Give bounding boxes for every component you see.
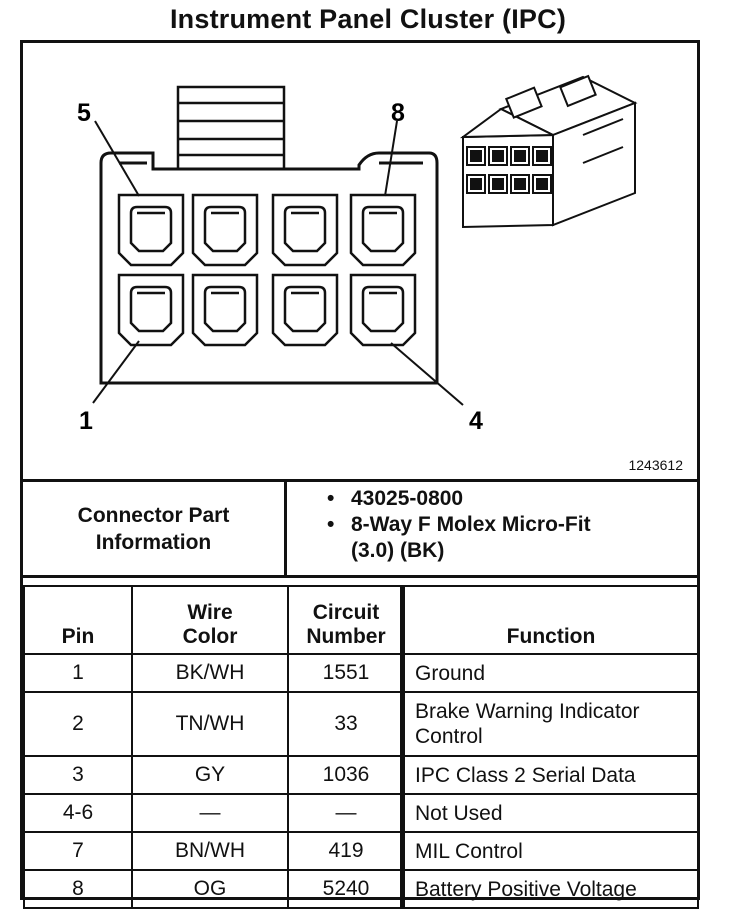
wire-color-cell: BN/WH bbox=[131, 831, 289, 871]
pin-cavities bbox=[117, 193, 417, 347]
part-number: 43025-0800 bbox=[351, 487, 464, 510]
pin-terminal bbox=[361, 285, 405, 333]
wire-color-cell: — bbox=[131, 793, 289, 833]
bullet-icon: • bbox=[327, 487, 335, 510]
function-cell: Ground bbox=[403, 653, 699, 693]
table-row: 8 OG 5240 Battery Positive Voltage bbox=[23, 869, 699, 909]
callout-lines bbox=[92, 120, 464, 406]
function-cell: MIL Control bbox=[403, 831, 699, 871]
callout-pin5: 5 bbox=[77, 99, 91, 127]
pin-cavity bbox=[271, 273, 339, 347]
wire-color-cell: TN/WH bbox=[131, 691, 289, 757]
header-pin: Pin bbox=[23, 585, 133, 655]
table-row: 4-6 — — Not Used bbox=[23, 793, 699, 833]
page-title: Instrument Panel Cluster (IPC) bbox=[169, 4, 567, 34]
connector-isometric-illustration bbox=[459, 74, 638, 229]
connector-info-item: • 8-Way F Molex Micro-Fit bbox=[287, 512, 697, 538]
circuit-cell: 1036 bbox=[287, 755, 405, 795]
connector-description-cont: (3.0) (BK) bbox=[351, 539, 445, 562]
pin-terminal bbox=[203, 205, 247, 253]
circuit-cell: 419 bbox=[287, 831, 405, 871]
connector-description: 8-Way F Molex Micro-Fit bbox=[351, 513, 591, 536]
connector-part-information: Connector Part Information • 43025-0800 •… bbox=[23, 479, 697, 578]
pin-terminal bbox=[361, 205, 405, 253]
connector-body bbox=[99, 151, 439, 385]
pin-cell: 7 bbox=[23, 831, 133, 871]
connector-info-item: • 43025-0800 bbox=[287, 486, 697, 512]
pin-cell: 2 bbox=[23, 691, 133, 757]
table-row: 7 BN/WH 419 MIL Control bbox=[23, 831, 699, 871]
wire-color-cell: BK/WH bbox=[131, 653, 289, 693]
connector-figure: 5 8 1 4 bbox=[23, 43, 697, 479]
pin-cavity bbox=[117, 193, 185, 267]
callout-pin1: 1 bbox=[79, 407, 93, 435]
bullet-icon: • bbox=[327, 513, 335, 536]
connector-info-label-line1: Connector Part bbox=[77, 503, 230, 527]
connector-info-label-line2: Information bbox=[95, 530, 212, 554]
pin-terminal bbox=[283, 285, 327, 333]
connector-latch bbox=[176, 85, 286, 171]
pin-cell: 4-6 bbox=[23, 793, 133, 833]
connector-info-list: • 43025-0800 • 8-Way F Molex Micro-Fit (3.… bbox=[287, 482, 697, 579]
connector-info-item-cont: (3.0) (BK) bbox=[287, 538, 697, 564]
wire-color-cell: OG bbox=[131, 869, 289, 909]
circuit-cell: 1551 bbox=[287, 653, 405, 693]
pin-cavity bbox=[191, 193, 259, 267]
pin-terminal bbox=[283, 205, 327, 253]
connector-info-label: Connector Part Information bbox=[23, 482, 287, 575]
circuit-cell: 5240 bbox=[287, 869, 405, 909]
function-cell: IPC Class 2 Serial Data bbox=[403, 755, 699, 795]
pin-terminal bbox=[129, 205, 173, 253]
pin-cell: 3 bbox=[23, 755, 133, 795]
pin-cavity bbox=[349, 273, 417, 347]
function-cell: Not Used bbox=[403, 793, 699, 833]
pin-cell: 8 bbox=[23, 869, 133, 909]
header-function: Function bbox=[403, 585, 699, 655]
figure-number: 1243612 bbox=[628, 457, 683, 473]
callout-pin4: 4 bbox=[469, 407, 483, 435]
table-row: 3 GY 1036 IPC Class 2 Serial Data bbox=[23, 755, 699, 795]
pin-terminal bbox=[129, 285, 173, 333]
pin-cavity bbox=[117, 273, 185, 347]
circuit-cell: — bbox=[287, 793, 405, 833]
pin-terminal bbox=[203, 285, 247, 333]
pin-cavity bbox=[349, 193, 417, 267]
pin-cell: 1 bbox=[23, 653, 133, 693]
connector-drawing: 5 8 1 4 bbox=[77, 74, 638, 435]
circuit-cell: 33 bbox=[287, 691, 405, 757]
pin-cavity bbox=[271, 193, 339, 267]
callout-pin8: 8 bbox=[391, 99, 405, 127]
function-cell: Battery Positive Voltage bbox=[403, 869, 699, 909]
wire-color-cell: GY bbox=[131, 755, 289, 795]
pin-cavity bbox=[191, 273, 259, 347]
connector-sheet: 5 8 1 4 bbox=[20, 40, 700, 909]
table-row: 1 BK/WH 1551 Ground bbox=[23, 653, 699, 693]
